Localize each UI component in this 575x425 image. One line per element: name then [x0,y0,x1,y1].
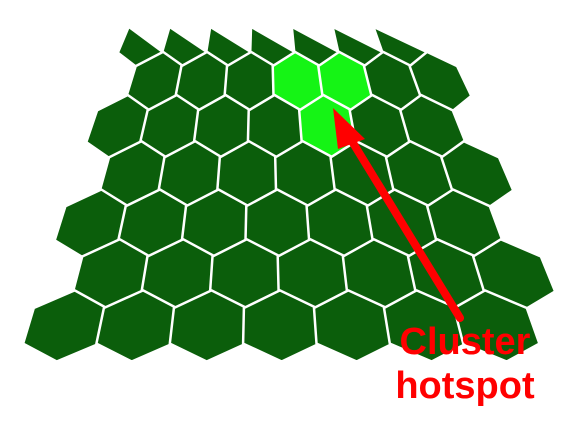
hotspot-arrow-shaft [346,134,464,322]
hex-cells [21,25,557,363]
annotation-label-line-1: Cluster [399,321,531,363]
hotspot-arrow-head [333,108,365,149]
hotspot-arrow [333,108,464,322]
hex-cell [21,289,108,363]
annotation-label-line-2: hotspot [395,365,535,407]
